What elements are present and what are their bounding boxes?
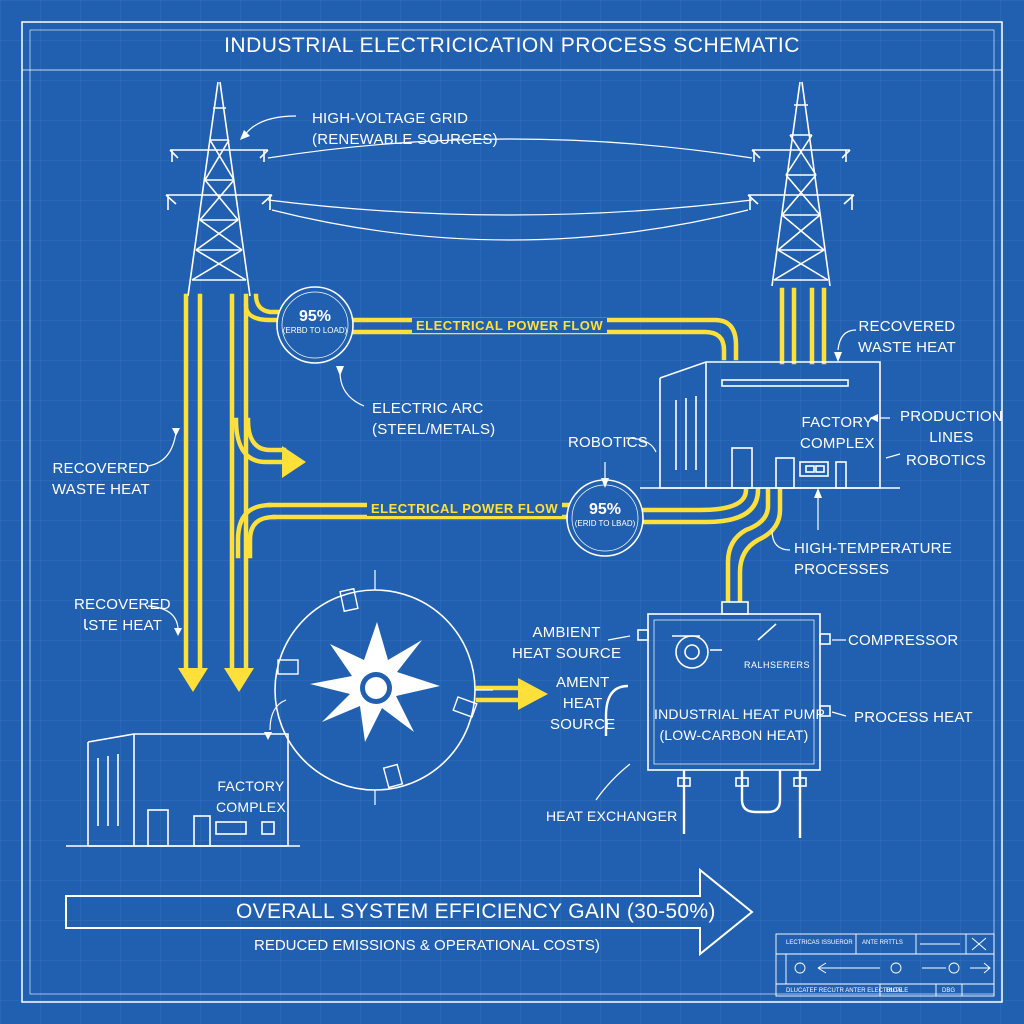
inner-frame: [29, 29, 995, 995]
efficiency-mid-badge: 95% (ERID TO LBAD): [567, 501, 643, 529]
title-block-row3: DLUCATEF RECUTR ANTER ELECTRICALE: [786, 988, 909, 994]
right-transmission-tower-icon: [747, 81, 855, 287]
factory-left-label: FACTORY COMPLEX: [216, 778, 286, 815]
flow-label-middle: ELECTRICAL POWER FLOW: [367, 501, 563, 516]
grid-label: HIGH-VOLTAGE GRID (RENEWABLE SOURCES): [312, 110, 498, 148]
compressor-label: COMPRESSOR: [848, 632, 959, 649]
electric-arc-furnace-icon: [274, 570, 493, 805]
title-block-row1: LECTRICAS ISSUEROR: [786, 940, 853, 946]
title-block: [775, 933, 995, 997]
efficiency-mid-sub: (ERID TO LBAD): [574, 519, 636, 528]
electric-arc-label: ELECTRIC ARC (STEEL/METALS): [372, 400, 496, 438]
title-block-row1b: ANTE RRTTLS: [862, 940, 903, 946]
heat-pump-label: INDUSTRIAL HEAT PUMP (LOW-CARBON HEAT): [654, 706, 825, 743]
efficiency-top-sub: (ERBD TO LOAD): [282, 326, 348, 335]
process-heat-label: PROCESS HEAT: [854, 709, 973, 726]
ambient-heat-label: AMBIENT HEAT SOURCE: [512, 624, 622, 662]
efficiency-top-badge: 95% (ERBD TO LOAD): [277, 308, 353, 336]
ament-heat-label: AMENT HEAT SOURCE: [550, 674, 616, 733]
factory-right-label: FACTORY COMPLEX: [800, 414, 875, 452]
power-lines: [267, 138, 753, 241]
recovered-heat-left-2-label: RECOVERED ꙆSTE HEAT: [74, 596, 171, 634]
flow-label-top: ELECTRICAL POWER FLOW: [412, 318, 608, 333]
recovered-heat-left-label: RECOVERED WASTE HEAT: [52, 460, 150, 498]
heat-exchanger-label: HEAT EXCHANGER: [546, 808, 678, 824]
efficiency-top-value: 95%: [298, 308, 332, 325]
robotics-left-label: ROBOTICS: [568, 434, 648, 451]
robotics-right-label: ROBOTICS: [906, 452, 986, 469]
high-temperature-label: HIGH-TEMPERATURE PROCESSES: [794, 540, 952, 578]
title-block-row3b: DUTE: [886, 988, 903, 994]
outer-frame: [21, 21, 1003, 1003]
efficiency-top-circle: [276, 286, 354, 364]
gain-sub-label: REDUCED EMISSIONS & OPERATIONAL COSTS): [254, 937, 600, 954]
page-title: INDUSTRIAL ELECTRICICATION PROCESS SCHEM…: [224, 34, 800, 57]
heat-pump-icon: [604, 601, 831, 838]
flow-arrowheads: [178, 446, 548, 710]
heat-pump-panel-label: RALHSERERS: [744, 660, 811, 670]
production-lines-label: PRODUCTION LINES: [900, 408, 1003, 446]
efficiency-gain-arrow: [65, 867, 754, 957]
left-transmission-tower-icon: [165, 81, 273, 297]
overall-gain-label: OVERALL SYSTEM EFFICIENCY GAIN (30-50%): [236, 900, 716, 923]
factory-left-icon: [66, 733, 300, 847]
efficiency-mid-value: 95%: [588, 501, 622, 518]
electrical-flow-lines: [183, 287, 827, 703]
title-block-row3c: DBG: [942, 988, 956, 994]
leader-arrowheads: [172, 130, 878, 740]
recovered-heat-right-label: RECOVERED WASTE HEAT: [858, 318, 956, 356]
factory-right-icon: [640, 361, 900, 489]
